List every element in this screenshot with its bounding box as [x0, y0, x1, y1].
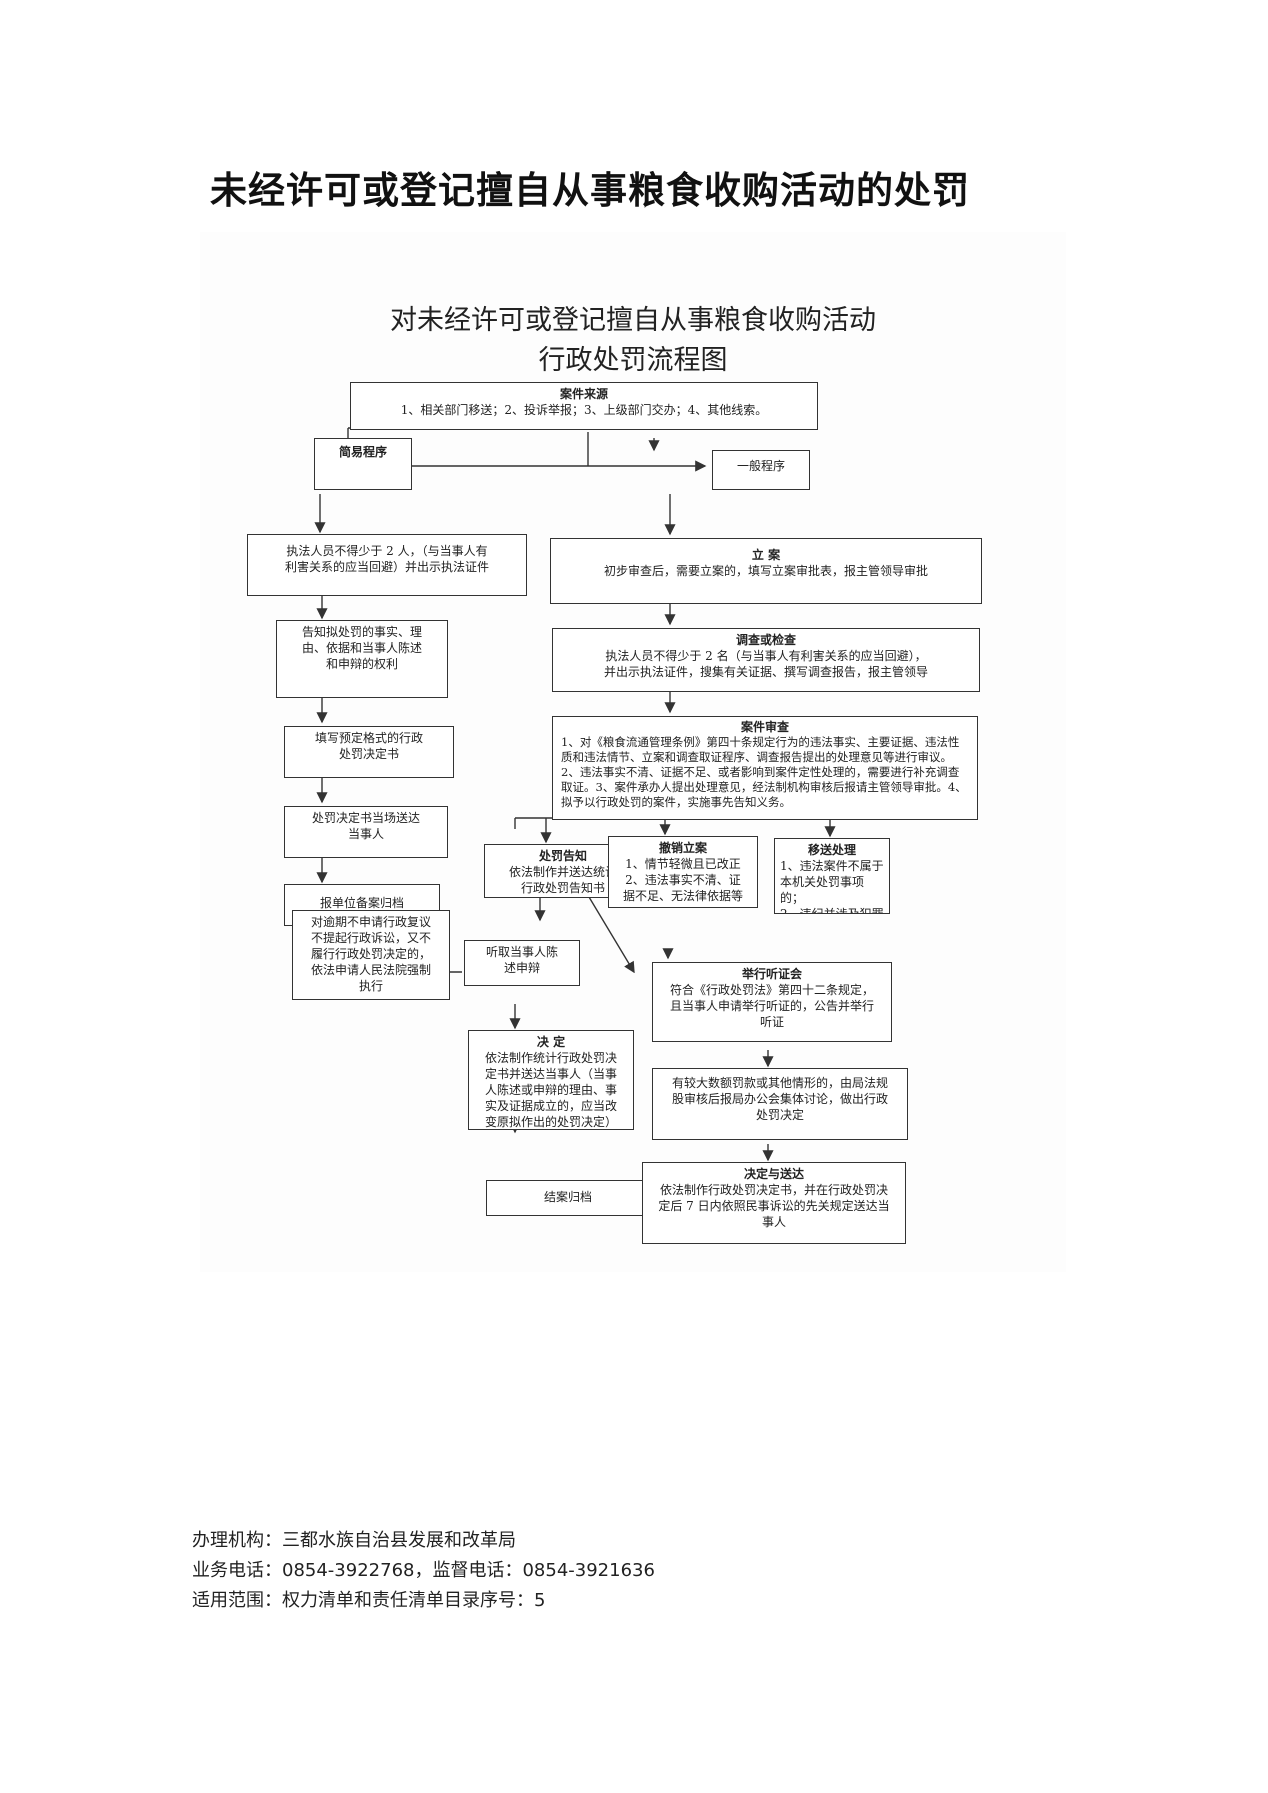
- node-general-transfer: 移送处理 1、违法案件不属于 本机关处罚事项的； 2、违纪并涉及犯罪 的: [774, 838, 890, 914]
- node-simple-inform: 告知拟处罚的事实、理 由、依据和当事人陈述 和申辩的权利: [276, 620, 448, 698]
- node-general-investigate: 调查或检查 执法人员不得少于 2 名（与当事人有利害关系的应当回避）， 并出示执…: [552, 628, 980, 692]
- node-decide-head: 决 定: [536, 1035, 566, 1049]
- node-general-hear: 听取当事人陈 述申辩: [464, 940, 580, 986]
- node-register-body: 初步审查后，需要立案的，填写立案审批表，报主管领导审批: [603, 564, 928, 578]
- flowchart-title-line1: 对未经许可或登记擅自从事粮食收购活动: [390, 305, 876, 336]
- flowchart-title-line2: 行政处罚流程图: [538, 345, 728, 376]
- node-review-body: 1、对《粮食流通管理条例》第四十条规定行为的违法事实、主要证据、违法性质和违法情…: [561, 735, 967, 809]
- node-decide-body: 依法制作统计行政处罚决 定书并送达当事人（当事 人陈述或申辩的理由、事 实及证据…: [484, 1051, 617, 1129]
- node-case-source-body: 1、相关部门移送；2、投诉举报；3、上级部门交办；4、其他线索。: [400, 403, 768, 417]
- node-investigate-head: 调查或检查: [735, 633, 796, 647]
- footer-phones: 业务电话：0854-3922768，监督电话：0854-3921636: [192, 1560, 655, 1581]
- node-general-close: 结案归档: [486, 1180, 650, 1216]
- node-simple-file-body: 报单位备案归档: [319, 896, 404, 910]
- node-send-body: 依法制作行政处罚决定书，并在行政处罚决 定后 7 日内依照民事诉讼的先关规定送达…: [658, 1183, 890, 1229]
- node-general-enforce: 对逾期不申请行政复议 不提起行政诉讼，又不 履行行政处罚决定的， 依法申请人民法…: [292, 910, 450, 1000]
- node-cancel-body: 1、情节轻微且已改正 2、违法事实不清、证 据不足、无法律依据等: [622, 857, 743, 903]
- flowchart-figure: 对未经许可或登记擅自从事粮食收购活动 行政处罚流程图: [200, 232, 1066, 1272]
- node-hearing-body: 符合《行政处罚法》第四十二条规定， 且当事人申请举行听证的，公告并举行 听证: [669, 983, 874, 1029]
- node-simple-staff: 执法人员不得少于 2 人，（与当事人有 利害关系的应当回避）并出示执法证件: [247, 534, 527, 596]
- footer-agency: 办理机构：三都水族自治县发展和改革局: [192, 1530, 516, 1551]
- node-general-decide: 决 定 依法制作统计行政处罚决 定书并送达当事人（当事 人陈述或申辩的理由、事 …: [468, 1030, 634, 1130]
- node-cancel-head: 撤销立案: [658, 841, 707, 855]
- node-simple-deliver-body: 处罚决定书当场送达 当事人: [311, 811, 420, 841]
- node-general-send: 决定与送达 依法制作行政处罚决定书，并在行政处罚决 定后 7 日内依照民事诉讼的…: [642, 1162, 906, 1244]
- node-hear-body: 听取当事人陈 述申辩: [485, 945, 558, 975]
- node-enforce-body: 对逾期不申请行政复议 不提起行政诉讼，又不 履行行政处罚决定的， 依法申请人民法…: [310, 915, 431, 993]
- node-general-review: 案件审查 1、对《粮食流通管理条例》第四十条规定行为的违法事实、主要证据、违法性…: [552, 716, 978, 820]
- node-general-collective: 有较大数额罚款或其他情形的，由局法规 股审核后报局办公会集体讨论，做出行政 处罚…: [652, 1068, 908, 1140]
- node-transfer-body: 1、违法案件不属于 本机关处罚事项的； 2、违纪并涉及犯罪 的: [780, 859, 884, 914]
- node-simple-inform-body: 告知拟处罚的事实、理 由、依据和当事人陈述 和申辩的权利: [301, 625, 422, 671]
- node-notice-body: 依法制作并送达统计 行政处罚告知书: [508, 865, 617, 895]
- node-simple-fill: 填写预定格式的行政 处罚决定书: [284, 726, 454, 778]
- node-simple-procedure: 简易程序: [314, 438, 412, 490]
- node-general-head: 一般程序: [736, 459, 785, 473]
- node-hearing-head: 举行听证会: [741, 967, 802, 981]
- node-register-head: 立 案: [751, 548, 781, 562]
- node-general-procedure: 一般程序: [712, 450, 810, 490]
- node-notice-head: 处罚告知: [538, 849, 587, 863]
- node-general-register: 立 案 初步审查后，需要立案的，填写立案审批表，报主管领导审批: [550, 538, 982, 604]
- node-case-source-head: 案件来源: [559, 387, 608, 401]
- node-send-head: 决定与送达: [743, 1167, 804, 1181]
- node-collective-body: 有较大数额罚款或其他情形的，由局法规 股审核后报局办公会集体讨论，做出行政 处罚…: [671, 1076, 888, 1122]
- node-simple-fill-body: 填写预定格式的行政 处罚决定书: [314, 731, 423, 761]
- node-simple-staff-body: 执法人员不得少于 2 人，（与当事人有 利害关系的应当回避）并出示执法证件: [284, 544, 489, 574]
- node-case-source: 案件来源 1、相关部门移送；2、投诉举报；3、上级部门交办；4、其他线索。: [350, 382, 818, 430]
- node-general-hearing: 举行听证会 符合《行政处罚法》第四十二条规定， 且当事人申请举行听证的，公告并举…: [652, 962, 892, 1042]
- footer-scope: 适用范围：权力清单和责任清单目录序号：5: [192, 1590, 546, 1611]
- node-transfer-head: 移送处理: [807, 843, 856, 857]
- node-investigate-body: 执法人员不得少于 2 名（与当事人有利害关系的应当回避）， 并出示执法证件，搜集…: [603, 649, 928, 679]
- node-review-head: 案件审查: [740, 720, 789, 734]
- node-close-body: 结案归档: [543, 1190, 592, 1204]
- node-simple-head: 简易程序: [338, 445, 387, 459]
- page-title: 未经许可或登记擅自从事粮食收购活动的处罚: [210, 169, 970, 212]
- node-general-cancel: 撤销立案 1、情节轻微且已改正 2、违法事实不清、证 据不足、无法律依据等: [608, 836, 758, 908]
- node-simple-deliver: 处罚决定书当场送达 当事人: [284, 806, 448, 858]
